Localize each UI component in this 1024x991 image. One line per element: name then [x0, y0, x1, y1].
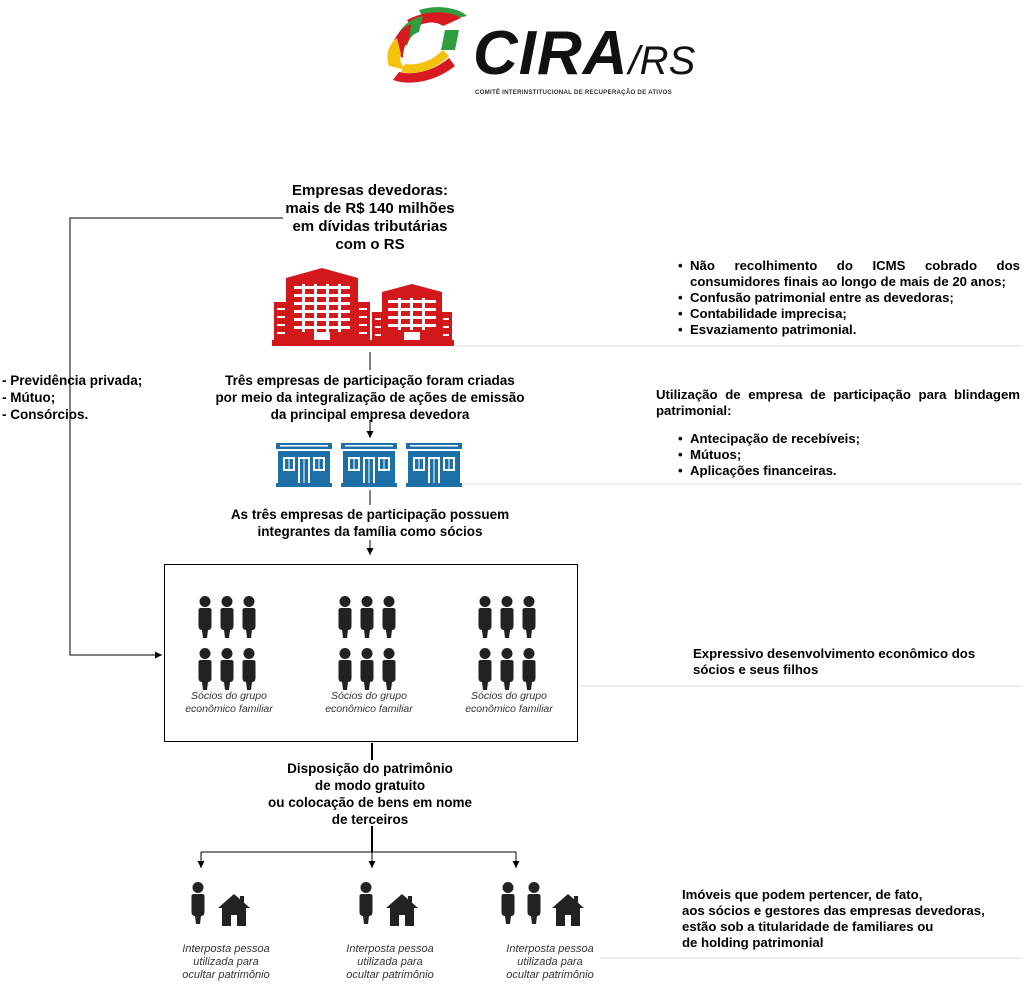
holding-companies-icon: [276, 443, 462, 487]
note-item: Aplicações financeiras.: [676, 463, 1020, 479]
left-list-item: - Consórcios.: [2, 407, 89, 422]
step1-line: Três empresas de participação foram cria…: [225, 373, 515, 388]
left-loop-connector: [69, 217, 283, 659]
logo-mark-icon: [387, 7, 467, 83]
note-debtor-issues: Não recolhimento do ICMS cobrado dos con…: [676, 258, 1020, 338]
note-item: Contabilidade imprecisa;: [676, 306, 1020, 322]
note-line: aos sócios e gestores das empresas deved…: [682, 903, 985, 918]
note-item: Confusão patrimonial entre as devedoras;: [676, 290, 1020, 306]
interposta-1: Interposta pessoa utilizada para ocultar…: [166, 878, 286, 990]
note-economic-development: Expressivo desenvolvimento econômico dos…: [693, 646, 1013, 678]
step1-label: Três empresas de participação foram cria…: [200, 372, 540, 423]
note-holding-use: Utilização de empresa de participação pa…: [656, 387, 1020, 479]
note-line: de holding patrimonial: [682, 935, 824, 950]
note-line: Imóveis que podem pertencer, de fato,: [682, 887, 923, 902]
step3-line: de terceiros: [331, 812, 409, 827]
step1-line: por meio da integralização de ações de e…: [215, 390, 525, 405]
family-group-1: Sócios do grupo econômico familiar: [176, 593, 282, 723]
interposta-3: Interposta pessoa utilizada para ocultar…: [490, 878, 610, 990]
left-list: - Previdência privada; - Mútuo; - Consór…: [2, 372, 142, 423]
note-line: estão sob a titularidade de familiares o…: [682, 919, 934, 934]
note-real-estate: Imóveis que podem pertencer, de fato, ao…: [682, 887, 1022, 951]
family-group-2: Sócios do grupo econômico familiar: [316, 593, 422, 723]
interposta-caption: Interposta pessoa utilizada para ocultar…: [506, 943, 594, 981]
step2-label: As três empresas de participação possuem…: [200, 506, 540, 540]
group-caption: Sócios do grupo econômico familiar: [465, 690, 553, 715]
step1-line: da principal empresa devedora: [270, 407, 470, 422]
title-line-3: em dívidas tributárias: [292, 218, 448, 235]
interposta-caption: Interposta pessoa utilizada para ocultar…: [346, 943, 434, 981]
note-item: Esvaziamento patrimonial.: [676, 322, 1020, 338]
red-buildings-icon: [272, 268, 454, 346]
family-members-icon: [337, 596, 401, 692]
step2-line: integrantes da família como sócios: [257, 524, 483, 539]
interposta-caption: Interposta pessoa utilizada para ocultar…: [182, 943, 270, 981]
step3-line: de modo gratuito: [314, 778, 426, 793]
logo: CIRA/RS COMITÊ INTERINSTITUCIONAL DE REC…: [375, 0, 755, 110]
title-line-2: mais de R$ 140 milhões: [285, 200, 455, 217]
group-caption: Sócios do grupo econômico familiar: [325, 690, 413, 715]
logo-name: CIRA: [473, 19, 629, 88]
person-house-icon: [191, 882, 250, 926]
note-item: Não recolhimento do ICMS cobrado dos con…: [676, 258, 1020, 290]
left-list-item: - Mútuo;: [2, 390, 56, 405]
people-house-icon: [501, 882, 584, 926]
family-members-icon: [197, 596, 261, 692]
logo-subtitle: COMITÊ INTERINSTITUCIONAL DE RECUPERAÇÃO…: [475, 89, 672, 96]
step3-label: Disposição do patrimônio de modo gratuit…: [230, 760, 510, 828]
logo-suffix: /RS: [628, 39, 696, 83]
group-caption: Sócios do grupo econômico familiar: [185, 690, 273, 715]
step3-line: ou colocação de bens em nome: [267, 795, 473, 810]
debtor-companies-title: Empresas devedoras: mais de R$ 140 milhõ…: [260, 182, 480, 254]
note-item: Antecipação de recebíveis;: [676, 431, 1020, 447]
title-line-4: com o RS: [335, 236, 405, 253]
title-line-1: Empresas devedoras:: [292, 182, 448, 199]
left-list-item: - Previdência privada;: [2, 373, 143, 388]
step3-line: Disposição do patrimônio: [287, 761, 453, 776]
family-partners-box: [164, 564, 578, 742]
note-line: Expressivo desenvolvimento econômico dos: [693, 646, 976, 661]
interposta-2: Interposta pessoa utilizada para ocultar…: [330, 878, 450, 990]
note-item: Mútuos;: [676, 447, 1020, 463]
step2-line: As três empresas de participação possuem: [230, 507, 510, 522]
person-house-icon: [359, 882, 418, 926]
family-members-icon: [477, 596, 541, 692]
family-group-3: Sócios do grupo econômico familiar: [456, 593, 562, 723]
note-intro: Utilização de empresa de participação pa…: [656, 387, 1020, 418]
note-line: sócios e seus filhos: [693, 662, 819, 677]
